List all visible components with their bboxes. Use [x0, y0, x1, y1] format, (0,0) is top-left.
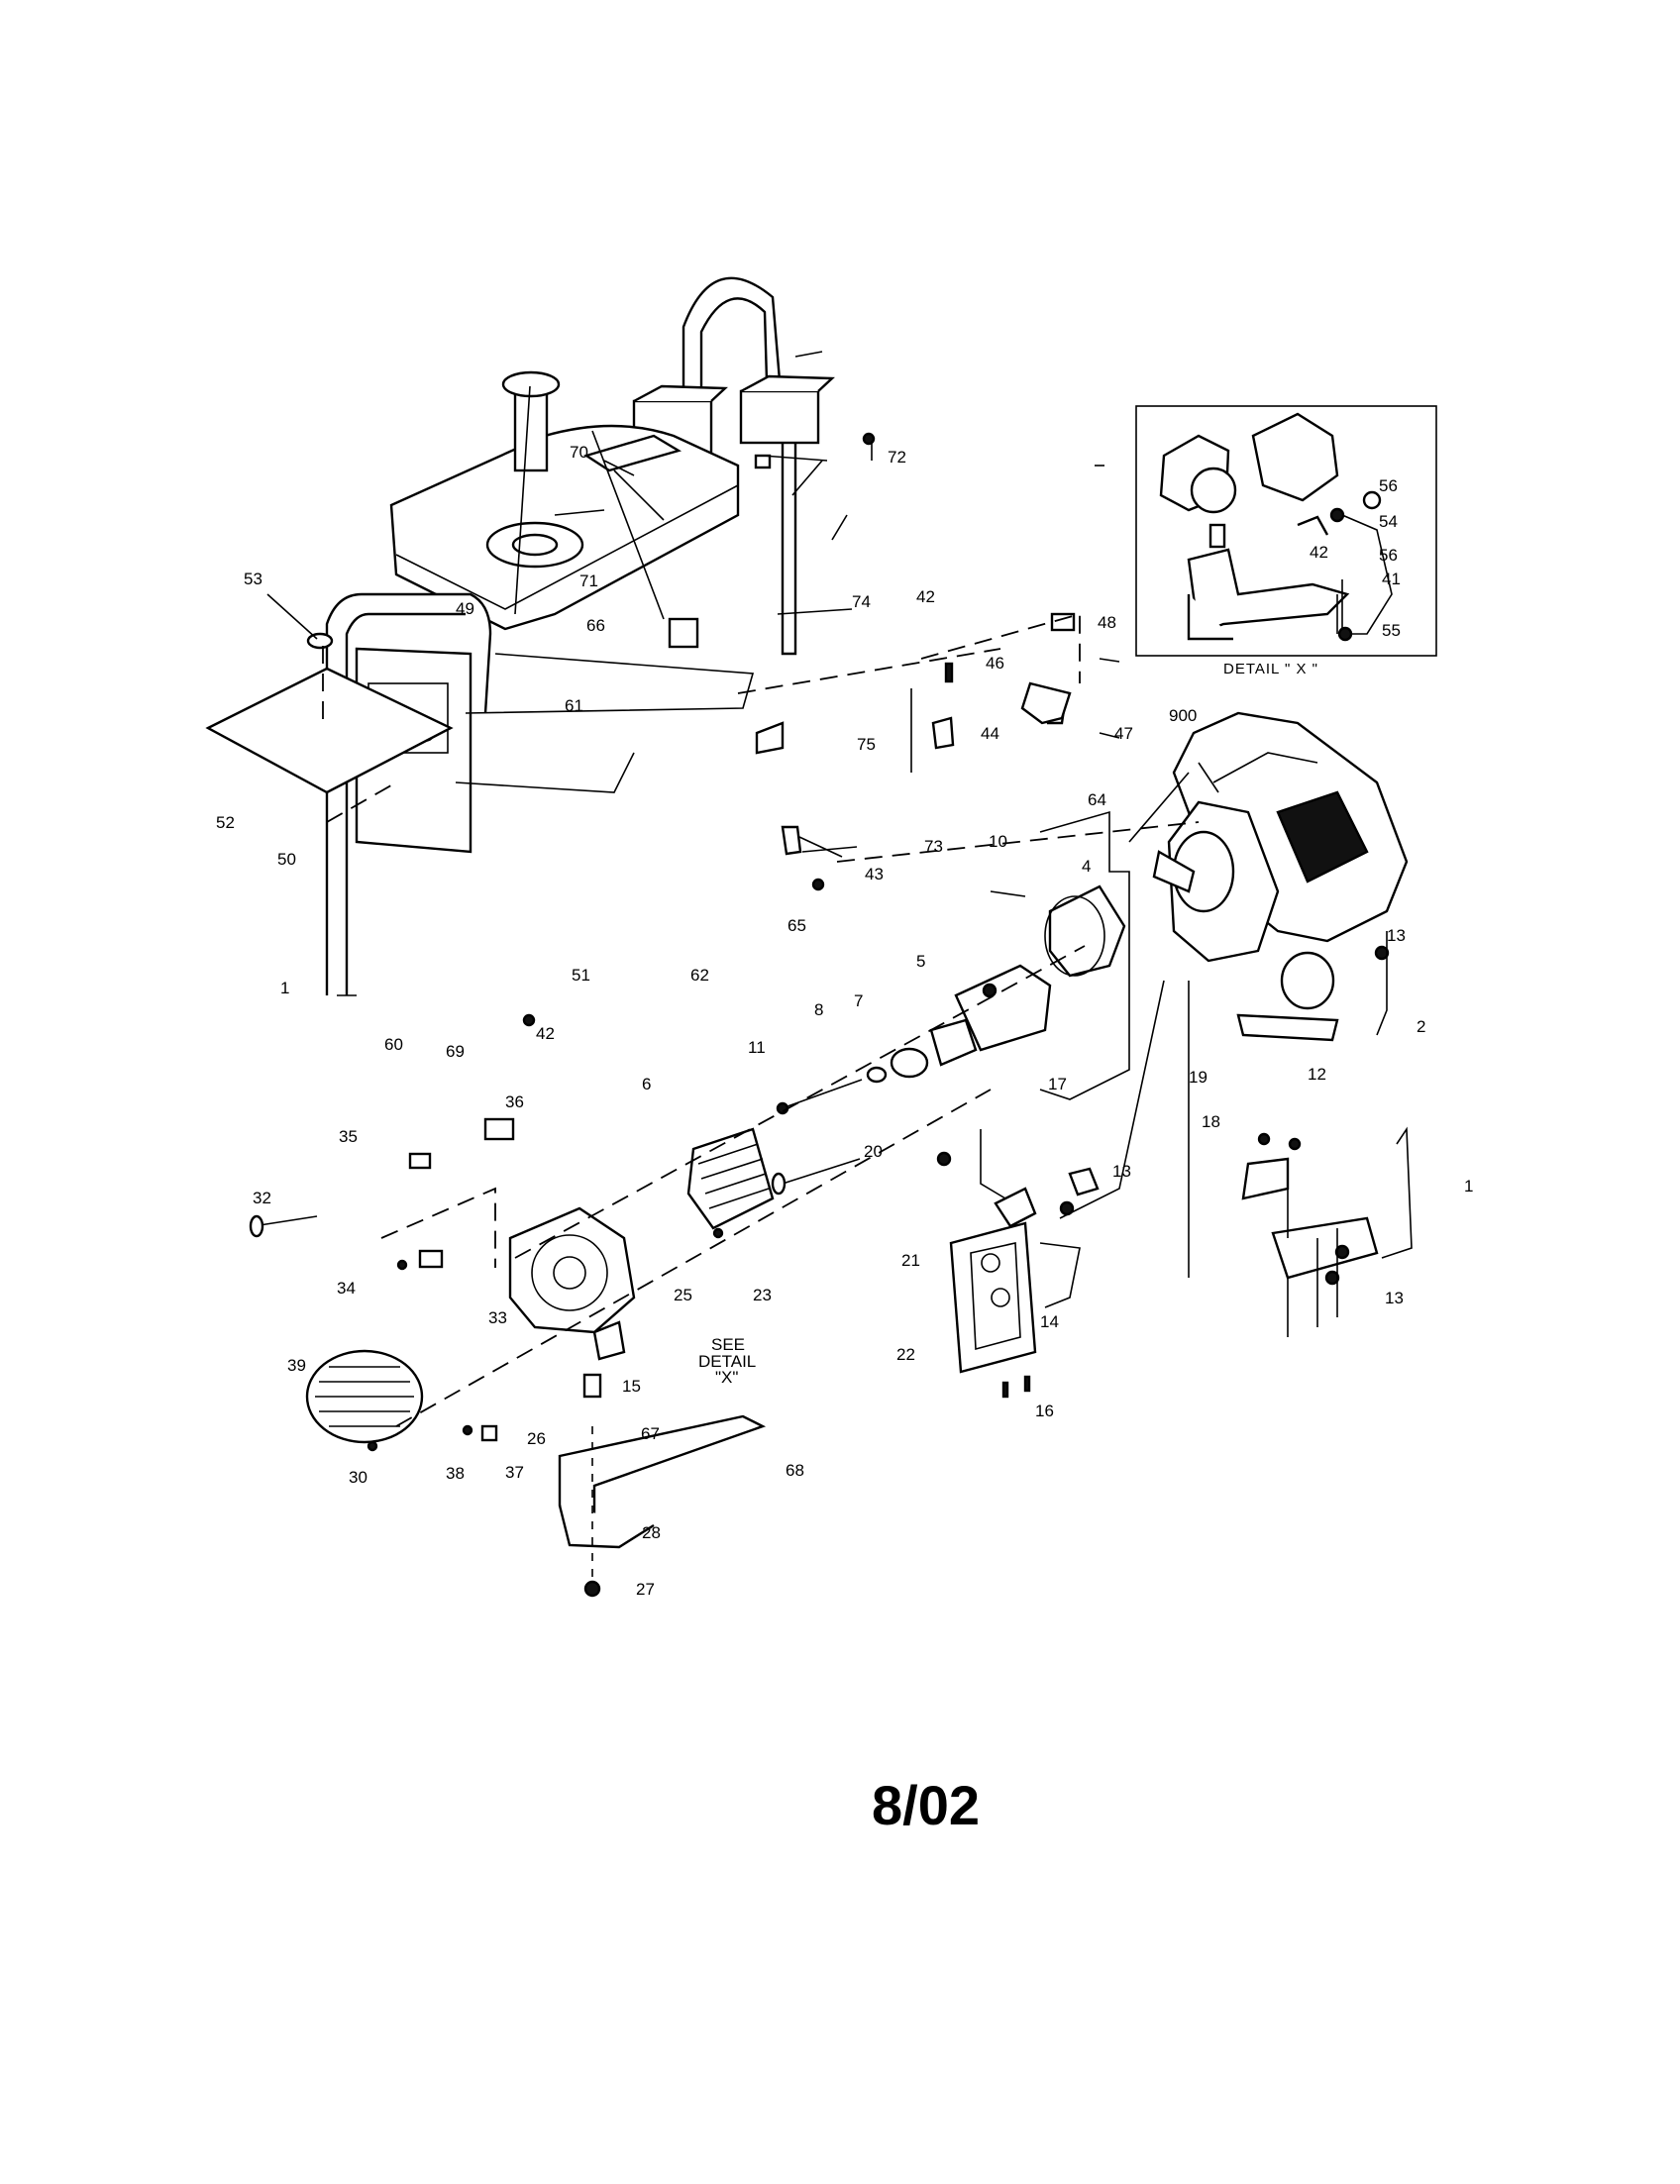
label-67: 67 [641, 1424, 660, 1443]
label-5: 5 [916, 952, 925, 971]
hardware [249, 432, 1390, 1598]
see-detail-line-2: DETAIL [698, 1352, 756, 1371]
label-39: 39 [287, 1356, 306, 1375]
label-49: 49 [456, 599, 474, 618]
label-51: 51 [572, 966, 590, 985]
label-46: 46 [986, 654, 1004, 673]
label-42: 42 [916, 587, 935, 606]
label-56a: 56 [1379, 476, 1398, 495]
label-69: 69 [446, 1042, 465, 1061]
label-21: 21 [901, 1251, 920, 1270]
label-65: 65 [788, 916, 806, 935]
label-74: 74 [852, 592, 871, 611]
end-bell [305, 1206, 636, 1444]
label-50: 50 [277, 850, 296, 869]
label-56b: 56 [1379, 546, 1398, 565]
label-53: 53 [244, 570, 262, 588]
label-41: 41 [1382, 570, 1401, 588]
label-10: 10 [989, 832, 1007, 851]
label-13c: 13 [1385, 1289, 1404, 1307]
label-32: 32 [253, 1189, 271, 1207]
label-71: 71 [579, 572, 598, 590]
label-26: 26 [527, 1429, 546, 1448]
label-11: 11 [748, 1038, 766, 1057]
label-66: 66 [586, 616, 605, 635]
label-30: 30 [349, 1468, 368, 1487]
label-72: 72 [888, 448, 906, 467]
label-28: 28 [642, 1523, 661, 1542]
label-23: 23 [753, 1286, 772, 1304]
label-25: 25 [674, 1286, 692, 1304]
label-73: 73 [924, 837, 943, 856]
wheel-frame [558, 1013, 1413, 1549]
label-60: 60 [384, 1035, 403, 1054]
label-52: 52 [216, 813, 235, 832]
label-1: 1 [280, 979, 289, 997]
label-7: 7 [854, 991, 863, 1010]
label-68: 68 [786, 1461, 804, 1480]
detail-x-inset [1135, 405, 1437, 657]
label-13b: 13 [1112, 1162, 1131, 1181]
label-16: 16 [1035, 1402, 1054, 1420]
rotor-stator [686, 884, 1126, 1230]
cover-plate [205, 667, 454, 794]
label-1b: 1 [1464, 1177, 1473, 1196]
label-27: 27 [636, 1580, 655, 1599]
label-54: 54 [1379, 512, 1398, 531]
label-44: 44 [981, 724, 999, 743]
label-47: 47 [1114, 724, 1133, 743]
label-22: 22 [896, 1345, 915, 1364]
label-37: 37 [505, 1463, 524, 1482]
label-900: 900 [1169, 706, 1197, 725]
detail-x-caption: DETAIL " X " [1223, 661, 1319, 677]
label-17: 17 [1048, 1075, 1067, 1093]
label-33: 33 [488, 1308, 507, 1327]
label-18: 18 [1202, 1112, 1220, 1131]
muffler [949, 1187, 1037, 1374]
label-36: 36 [505, 1092, 524, 1111]
label-55: 55 [1382, 621, 1401, 640]
see-detail-line-1: SEE [711, 1335, 745, 1354]
see-detail-line-3: "X" [715, 1368, 738, 1387]
label-35: 35 [339, 1127, 358, 1146]
engine [1152, 711, 1409, 1010]
leader-lines [266, 351, 1219, 897]
label-48: 48 [1098, 613, 1116, 632]
label-19: 19 [1189, 1068, 1208, 1087]
label-8: 8 [814, 1000, 823, 1019]
frame-left [325, 592, 755, 996]
fuel-tank [389, 370, 740, 631]
label-42b: 42 [536, 1024, 555, 1043]
label-70: 70 [570, 443, 588, 462]
label-75: 75 [857, 735, 876, 754]
label-13: 13 [1387, 926, 1406, 945]
date-code: 8/02 [872, 1774, 980, 1836]
label-14: 14 [1040, 1312, 1059, 1331]
label-61: 61 [565, 696, 583, 715]
label-42c: 42 [1310, 543, 1328, 562]
label-38: 38 [446, 1464, 465, 1483]
label-12: 12 [1308, 1065, 1326, 1084]
label-2: 2 [1417, 1017, 1425, 1036]
alignment-lines [326, 612, 1388, 1427]
label-34: 34 [337, 1279, 356, 1298]
label-4: 4 [1082, 857, 1091, 876]
label-64: 64 [1088, 790, 1106, 809]
label-15: 15 [622, 1377, 641, 1396]
part-labels: 70 72 42 71 74 53 49 66 48 46 61 75 44 4… [216, 443, 1473, 1599]
label-20: 20 [864, 1142, 883, 1161]
label-43: 43 [865, 865, 884, 884]
label-6: 6 [642, 1075, 651, 1093]
label-62: 62 [690, 966, 709, 985]
